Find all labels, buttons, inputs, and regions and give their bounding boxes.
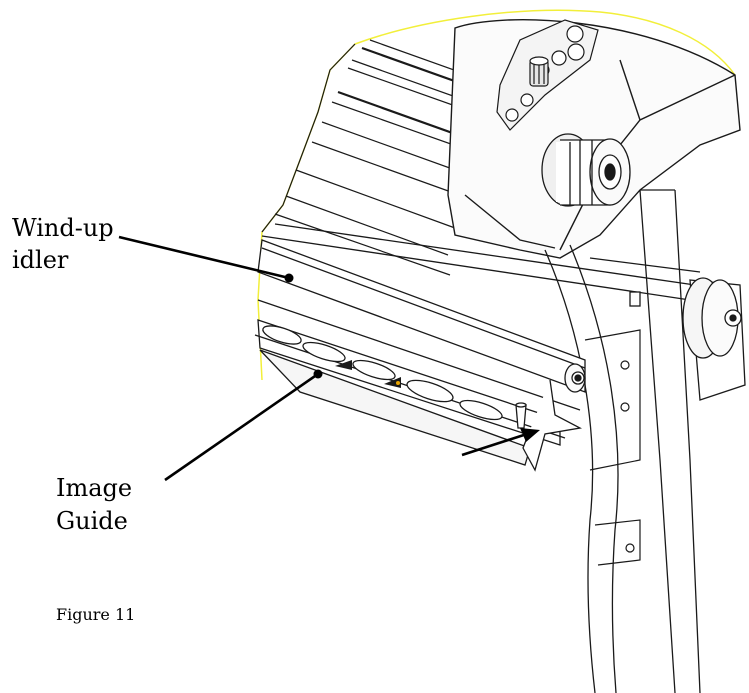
panel-button-1 bbox=[566, 25, 584, 43]
stand-leg-left bbox=[544, 244, 619, 693]
wind-up-idler-label-line2: idler bbox=[12, 246, 69, 274]
panel-button-2 bbox=[567, 43, 585, 61]
guide-slots bbox=[262, 325, 503, 421]
image-guide-label-line1: Image bbox=[56, 474, 133, 502]
panel-button-3 bbox=[551, 50, 567, 66]
leader-arrowhead bbox=[520, 428, 540, 442]
image-guide-label-line2: Guide bbox=[56, 507, 128, 535]
roll-hub bbox=[541, 133, 631, 207]
wind-up-idler-rail bbox=[257, 223, 701, 411]
callout-leaders bbox=[118, 235, 531, 482]
image-guide-holder bbox=[515, 379, 583, 472]
panel-button-6 bbox=[505, 108, 519, 122]
leader-guide-pointer bbox=[461, 431, 531, 457]
leader-dot-wind-up-idler bbox=[284, 273, 294, 283]
leader-wind-up-idler bbox=[118, 235, 290, 280]
idler-end-fitting bbox=[564, 363, 586, 393]
panel-button-5 bbox=[520, 93, 534, 107]
take-up-roll-end bbox=[629, 277, 746, 401]
figure-caption: Figure 11 bbox=[56, 605, 136, 624]
wind-up-idler-label-line1: Wind-up bbox=[12, 214, 114, 242]
leader-image-guide bbox=[164, 372, 319, 482]
adjustment-knob bbox=[529, 56, 549, 87]
stand-leg-right bbox=[639, 189, 701, 693]
image-guide-rail bbox=[254, 319, 566, 466]
guide-arrow-marks bbox=[335, 360, 401, 388]
leader-dot-image-guide bbox=[313, 369, 323, 379]
side-bracket bbox=[584, 329, 641, 566]
end-cap-housing bbox=[447, 19, 741, 259]
